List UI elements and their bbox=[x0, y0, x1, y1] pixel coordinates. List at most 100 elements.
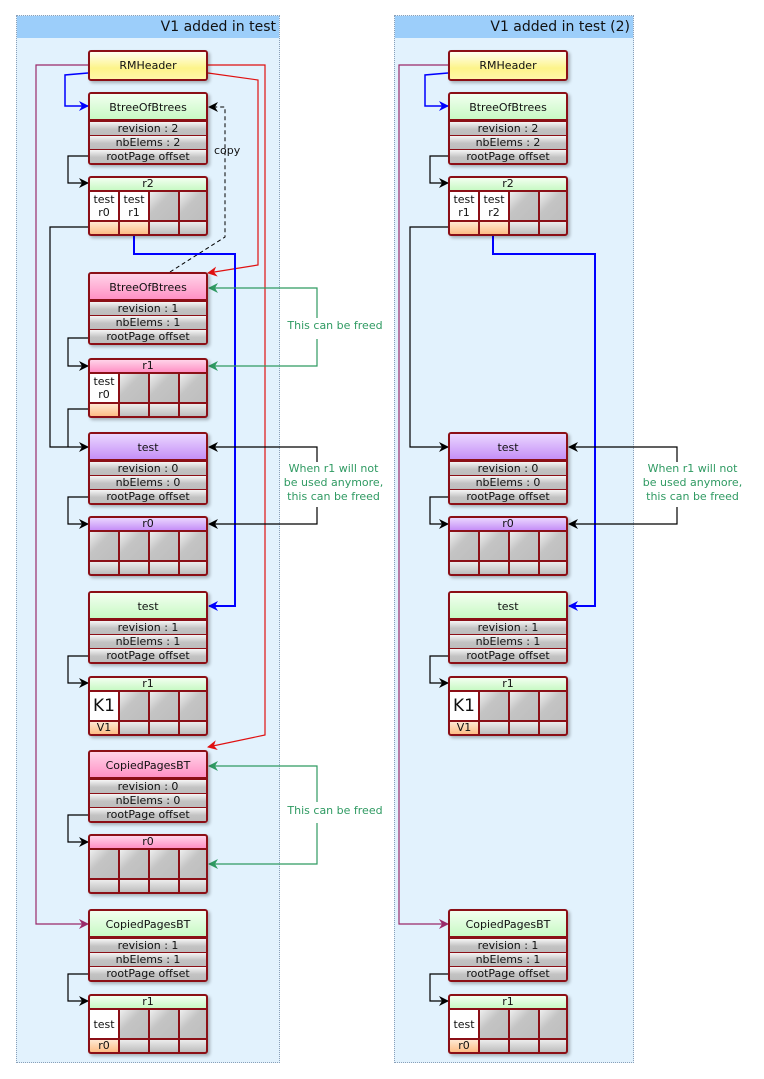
nbelems-field: nbElems : 1 bbox=[90, 952, 206, 966]
nbelems-field: nbElems : 2 bbox=[90, 135, 206, 149]
value-cell: r0 bbox=[450, 1040, 478, 1052]
key-cell: test bbox=[450, 1010, 478, 1038]
page-label: r0 bbox=[90, 518, 206, 530]
btree-of-btrees-old: BtreeOfBtrees revision : 1 nbElems : 1 r… bbox=[88, 272, 208, 345]
key-cell: K1 bbox=[90, 692, 118, 720]
revision-field: revision : 1 bbox=[90, 938, 206, 952]
rootpage-field: rootPage offset bbox=[90, 807, 206, 821]
pointer-copiedpages-new bbox=[35, 64, 89, 929]
value-cell: r0 bbox=[90, 1040, 118, 1052]
page-label: r1 bbox=[450, 996, 566, 1008]
test-old-page-r0: r0 bbox=[448, 516, 568, 576]
rootpage-field: rootPage offset bbox=[450, 648, 566, 662]
test-new-page-r1: r1 K1 V1 bbox=[88, 676, 208, 736]
test-new-node: test revision : 1 nbElems : 1 rootPage o… bbox=[88, 591, 208, 664]
test-old-node: test revision : 0 nbElems : 0 rootPage o… bbox=[448, 432, 568, 505]
test-old-node: test revision : 0 nbElems : 0 rootPage o… bbox=[88, 432, 208, 505]
panel-title: V1 added in test (2) bbox=[395, 16, 633, 38]
nbelems-field: nbElems : 2 bbox=[450, 135, 566, 149]
node-title: CopiedPagesBT bbox=[450, 911, 566, 938]
page-label: r0 bbox=[450, 518, 566, 530]
page-label: r0 bbox=[90, 836, 206, 848]
copiedpages-new-node: CopiedPagesBT revision : 1 nbElems : 1 r… bbox=[448, 909, 568, 982]
page-label: r1 bbox=[90, 678, 206, 690]
panel-title: V1 added in test bbox=[17, 16, 279, 38]
copiedpages-old-page-r0: r0 bbox=[88, 834, 208, 894]
pointer-bob-current bbox=[64, 72, 89, 111]
revision-field: revision : 0 bbox=[90, 779, 206, 793]
rootpage-field: rootPage offset bbox=[450, 149, 566, 163]
nbelems-field: nbElems : 0 bbox=[450, 475, 566, 489]
rmheader-node: RMHeader bbox=[88, 50, 208, 81]
revision-field: revision : 0 bbox=[90, 461, 206, 475]
test-new-page-r1: r1 K1 V1 bbox=[448, 676, 568, 736]
revision-field: revision : 0 bbox=[450, 461, 566, 475]
copiedpages-new-node: CopiedPagesBT revision : 1 nbElems : 1 r… bbox=[88, 909, 208, 982]
node-title: CopiedPagesBT bbox=[90, 911, 206, 938]
btree-of-btrees-current: BtreeOfBtrees revision : 2 nbElems : 2 r… bbox=[88, 92, 208, 165]
rmheader-label: RMHeader bbox=[450, 52, 566, 79]
copiedpages-new-page-r1: r1 test r0 bbox=[88, 994, 208, 1054]
nbelems-field: nbElems : 1 bbox=[450, 952, 566, 966]
btree-of-btrees-current: BtreeOfBtrees revision : 2 nbElems : 2 r… bbox=[448, 92, 568, 165]
page-label: r2 bbox=[90, 178, 206, 190]
node-title: BtreeOfBtrees bbox=[90, 94, 206, 121]
page-label: r1 bbox=[90, 996, 206, 1008]
node-title: CopiedPagesBT bbox=[90, 752, 206, 779]
nbelems-field: nbElems : 1 bbox=[90, 634, 206, 648]
revision-field: revision : 2 bbox=[450, 121, 566, 135]
revision-field: revision : 1 bbox=[90, 620, 206, 634]
node-title: test bbox=[90, 434, 206, 461]
page-cell-empty bbox=[180, 192, 206, 220]
test-new-node: test revision : 1 nbElems : 1 rootPage o… bbox=[448, 591, 568, 664]
rootpage-field: rootPage offset bbox=[450, 489, 566, 503]
copy-label: copy bbox=[214, 144, 241, 157]
node-title: test bbox=[450, 593, 566, 620]
copiedpages-new-page-r1: r1 test r0 bbox=[448, 994, 568, 1054]
pointer-copiedpages-old bbox=[207, 64, 266, 751]
revision-field: revision : 1 bbox=[450, 620, 566, 634]
rootpage-field: rootPage offset bbox=[90, 648, 206, 662]
nbelems-field: nbElems : 0 bbox=[90, 793, 206, 807]
revision-field: revision : 2 bbox=[90, 121, 206, 135]
rootpage-field: rootPage offset bbox=[90, 966, 206, 980]
node-title: BtreeOfBtrees bbox=[90, 274, 206, 301]
page-cell-empty bbox=[150, 192, 178, 220]
page-label: r1 bbox=[450, 678, 566, 690]
nbelems-field: nbElems : 1 bbox=[450, 634, 566, 648]
rmheader-node: RMHeader bbox=[448, 50, 568, 81]
rmheader-label: RMHeader bbox=[90, 52, 206, 79]
freed-note: This can be freed bbox=[287, 319, 383, 332]
rootpage-field: rootPage offset bbox=[90, 149, 206, 163]
node-title: test bbox=[90, 593, 206, 620]
page-label: r1 bbox=[90, 360, 206, 372]
node-title: BtreeOfBtrees bbox=[450, 94, 566, 121]
value-cell: V1 bbox=[450, 722, 478, 734]
nbelems-field: nbElems : 1 bbox=[90, 315, 206, 329]
rootpage-field: rootPage offset bbox=[90, 489, 206, 503]
copy-link bbox=[169, 102, 226, 273]
nbelems-field: nbElems : 0 bbox=[90, 475, 206, 489]
key-cell: test bbox=[90, 1010, 118, 1038]
freed-note: This can be freed bbox=[287, 804, 383, 817]
node-title: test bbox=[450, 434, 566, 461]
key-cell: K1 bbox=[450, 692, 478, 720]
page-label: r2 bbox=[450, 178, 566, 190]
value-cell: V1 bbox=[90, 722, 118, 734]
pointer-bob-old bbox=[207, 72, 259, 277]
copiedpages-old-node: CopiedPagesBT revision : 0 nbElems : 0 r… bbox=[88, 750, 208, 823]
test-old-page-r0: r0 bbox=[88, 516, 208, 576]
rootpage-field: rootPage offset bbox=[90, 329, 206, 343]
revision-field: revision : 1 bbox=[90, 301, 206, 315]
